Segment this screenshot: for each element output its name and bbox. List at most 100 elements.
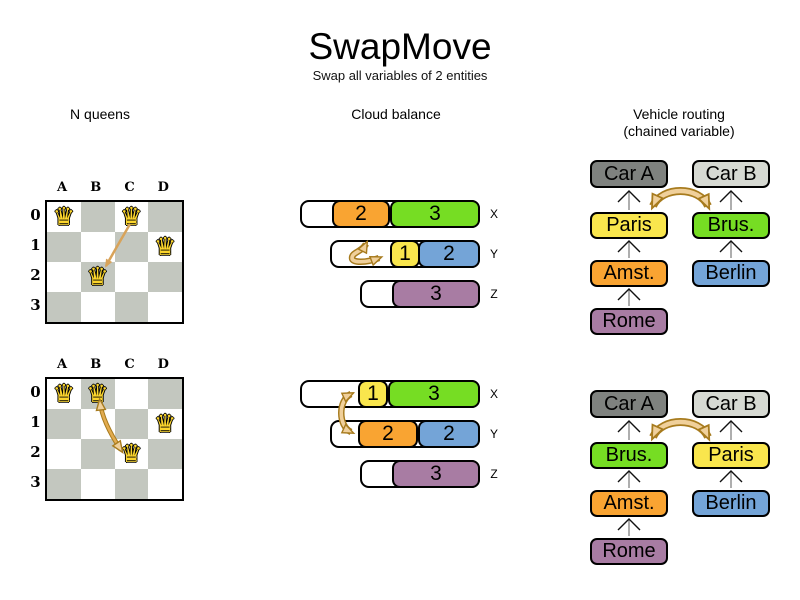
board-cell (81, 292, 115, 322)
stop-box: Rome (590, 538, 668, 565)
board-cell (148, 439, 182, 469)
board-cell (148, 379, 182, 409)
board-cell (47, 439, 81, 469)
board-cell (115, 262, 149, 292)
chain-up-arrow (617, 240, 641, 258)
board-cell (148, 202, 182, 232)
vehicle-swap-arc-after (649, 418, 712, 442)
computer-label: Y (489, 247, 498, 261)
board-cell (47, 409, 81, 439)
process-box: 3 (388, 380, 480, 408)
board-col-header: C (124, 180, 135, 195)
stop-box: Paris (590, 212, 668, 239)
process-box: 2 (332, 200, 390, 228)
section-header-vehicle-line1: Vehicle routing (633, 106, 725, 122)
board-cell (114, 232, 149, 262)
queen-icon: ♛ (153, 232, 177, 261)
chain-up-arrow (719, 240, 743, 258)
board-cell: ♛ (47, 202, 81, 232)
board-col-header: C (124, 357, 135, 372)
chain-up-arrow (719, 470, 743, 488)
vehicle-swap-arc-before (649, 187, 712, 211)
chain-up-arrow (617, 288, 641, 306)
board-cell (148, 262, 182, 292)
board-cell (80, 439, 115, 469)
board-cell: ♛ (47, 379, 81, 409)
process-box: 2 (418, 420, 480, 448)
process-box: 3 (390, 200, 480, 228)
computer-label: Z (490, 287, 498, 301)
stop-box: Brus. (590, 442, 668, 469)
board-row-header: 3 (30, 473, 41, 491)
stop-box: Brus. (692, 212, 770, 239)
queen-icon: ♛ (52, 379, 76, 408)
chain-up-arrow (617, 190, 641, 210)
board-cell: ♛ (148, 409, 182, 439)
board-col-header: B (90, 180, 102, 195)
board-cell (47, 469, 81, 499)
board-cell: ♛ (115, 439, 149, 469)
board-col-header: A (56, 357, 68, 372)
stop-box: Berlin (692, 260, 770, 287)
board-cell (81, 469, 115, 499)
nqueens-after: A B C D 0 1 2 3 ♛♛♛♛ (28, 355, 188, 505)
board-cell (114, 469, 149, 499)
queen-icon: ♛ (153, 409, 177, 438)
chessboard-after: ♛ ♛ ♛ ♛ (45, 377, 184, 501)
board-row-header: 3 (30, 296, 41, 314)
board-cell (47, 262, 81, 292)
computer-label: X (489, 207, 498, 221)
stop-box: Paris (692, 442, 770, 469)
queen-icon: ♛ (86, 379, 109, 408)
queen-icon: ♛ (120, 202, 143, 231)
board-col-header: A (56, 180, 68, 195)
process-box: 1 (358, 380, 388, 408)
vehicle-box: Car B (692, 160, 770, 188)
queen-icon: ♛ (86, 262, 109, 291)
nqueens-before: A B C D 0 1 2 3 ♛ ♛ ♛ ♛ (28, 178, 188, 328)
section-header-vehicle: Vehicle routing (chained variable) (599, 106, 759, 140)
chain-up-arrow (617, 470, 641, 488)
queen-icon: ♛ (52, 202, 76, 231)
process-box: 2 (418, 240, 480, 268)
board-col-header: D (157, 180, 169, 195)
board-row-header: 2 (30, 266, 41, 284)
board-row-header: 1 (30, 236, 41, 254)
board-cell (148, 292, 182, 322)
section-header-vehicle-line2: (chained variable) (623, 123, 735, 139)
chessboard-before: ♛ ♛ ♛ ♛ (45, 200, 184, 324)
stop-box: Berlin (692, 490, 770, 517)
board-col-header: B (90, 357, 102, 372)
page-title: SwapMove (308, 26, 492, 67)
process-box: 2 (358, 420, 418, 448)
section-header-cloud: Cloud balance (351, 106, 441, 122)
stop-box: Rome (590, 308, 668, 335)
board-cell (47, 232, 81, 262)
board-row-header: 0 (30, 383, 41, 401)
board-cell: ♛ (148, 232, 182, 262)
computer-label: Z (490, 467, 498, 481)
board-cell (114, 292, 149, 322)
page-subtitle: Swap all variables of 2 entities (312, 68, 488, 83)
board-cell: ♛ (80, 262, 115, 292)
process-box: 1 (390, 240, 420, 268)
queen-icon: ♛ (120, 439, 143, 468)
process-box: 3 (392, 460, 480, 488)
board-cell (114, 409, 149, 439)
board-row-header: 0 (30, 206, 41, 224)
board-cell (47, 292, 81, 322)
computer-label: X (489, 387, 498, 401)
vehicle-box: Car A (590, 160, 668, 188)
section-header-nqueens: N queens (70, 106, 130, 122)
board-cell (81, 409, 115, 439)
board-row-header: 2 (30, 443, 41, 461)
chain-up-arrow (617, 420, 641, 440)
board-col-header: D (157, 357, 169, 372)
process-box: 3 (392, 280, 480, 308)
vehicle-box: Car B (692, 390, 770, 418)
board-cell (81, 232, 115, 262)
board-cell (148, 469, 182, 499)
board-cell: ♛ (115, 202, 149, 232)
stop-box: Amst. (590, 260, 668, 287)
